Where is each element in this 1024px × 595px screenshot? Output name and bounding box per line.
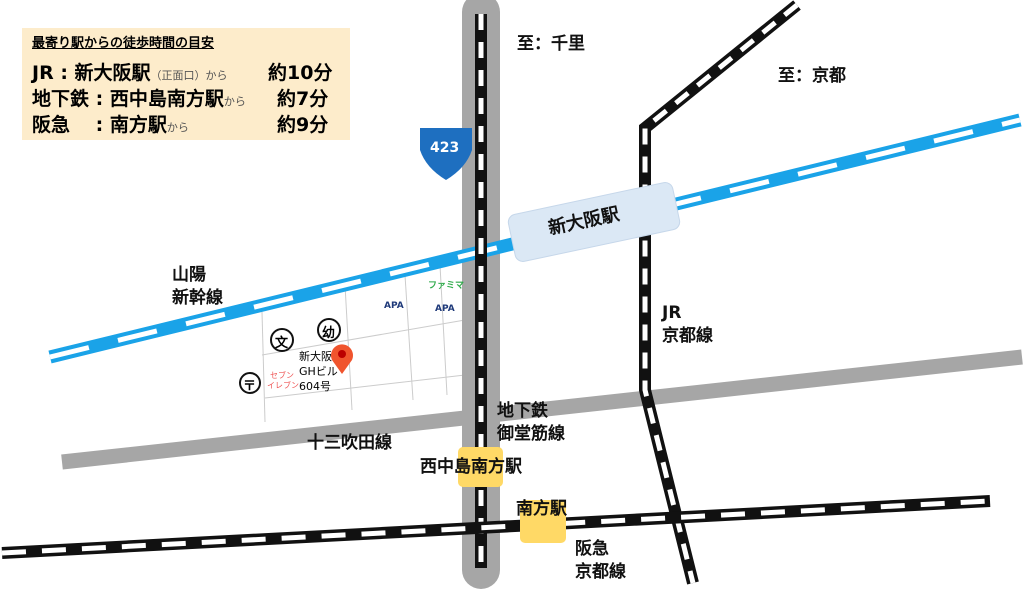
shin-osaka-station-box [507, 182, 681, 262]
road-juso-suita [61, 349, 1023, 470]
school-label: 文 [275, 336, 289, 351]
sanyo-label: 山陽 [172, 265, 206, 285]
location-pin-icon [331, 344, 354, 374]
hankyu-line [1, 495, 991, 559]
legend-title: 最寄り駅からの徒歩時間の目安 [32, 36, 215, 51]
seven-eleven-label: セブン [270, 371, 294, 380]
walking-time-legend: 最寄り駅からの徒歩時間の目安 JR : 新大阪駅（正面口）から 約10分 地下鉄… [22, 28, 350, 140]
legend-line: JR : 新大阪駅 [32, 62, 151, 84]
route-423-shield-icon [420, 128, 472, 180]
to-kyoto-label: 至：京都 [778, 66, 846, 86]
building-name: 新大阪 [299, 350, 332, 363]
legend-line: 阪急 : 南方駅 [32, 114, 167, 136]
apa-hotel-label: APA [435, 304, 455, 314]
post-office-label: 〒 [243, 379, 257, 394]
building-name: GHビル [299, 365, 338, 378]
legend-time: 約10分 [268, 62, 333, 84]
legend-note: から [223, 95, 246, 108]
school-icon [270, 328, 294, 352]
legend-note: から [166, 121, 189, 134]
street-grid [261, 264, 466, 423]
seven-eleven-label: イレブン [267, 381, 299, 390]
minamikata-station-box [520, 500, 566, 543]
juso-suita-road-label: 十三吹田線 [307, 433, 392, 453]
legend-time: 約9分 [277, 114, 329, 136]
midosuji-line-label: 御堂筋線 [497, 424, 565, 444]
jr-label: JR [662, 303, 682, 323]
legend-line: 地下鉄 : 西中島南方駅 [32, 88, 224, 110]
to-senri-label: 至：千里 [517, 34, 585, 54]
familymart-label: ファミマ [428, 281, 465, 291]
legend-note: （正面口）から [150, 69, 228, 82]
shinkansen-label: 新幹線 [172, 288, 223, 308]
hankyu-kyoto-line-label: 京都線 [575, 562, 626, 582]
subway-label: 地下鉄 [497, 401, 548, 421]
room-number: 604号 [299, 380, 331, 393]
minamikata-station-label[interactable]: 南方駅 [516, 499, 567, 519]
kindergarten-icon [317, 318, 341, 342]
jr-kyoto-line [639, 0, 801, 585]
nishinakajima-station-box [458, 447, 503, 487]
kindergarten-label: 幼 [322, 326, 336, 341]
route-number: 423 [430, 140, 460, 156]
nishinakajima-station-label[interactable]: 西中島南方駅 [420, 457, 522, 477]
post-office-icon [239, 372, 261, 394]
apa-hotel-label: APA [384, 301, 404, 311]
jr-kyoto-line-label: 京都線 [662, 326, 713, 346]
legend-time: 約7分 [277, 88, 329, 110]
hankyu-label: 阪急 [575, 539, 609, 559]
